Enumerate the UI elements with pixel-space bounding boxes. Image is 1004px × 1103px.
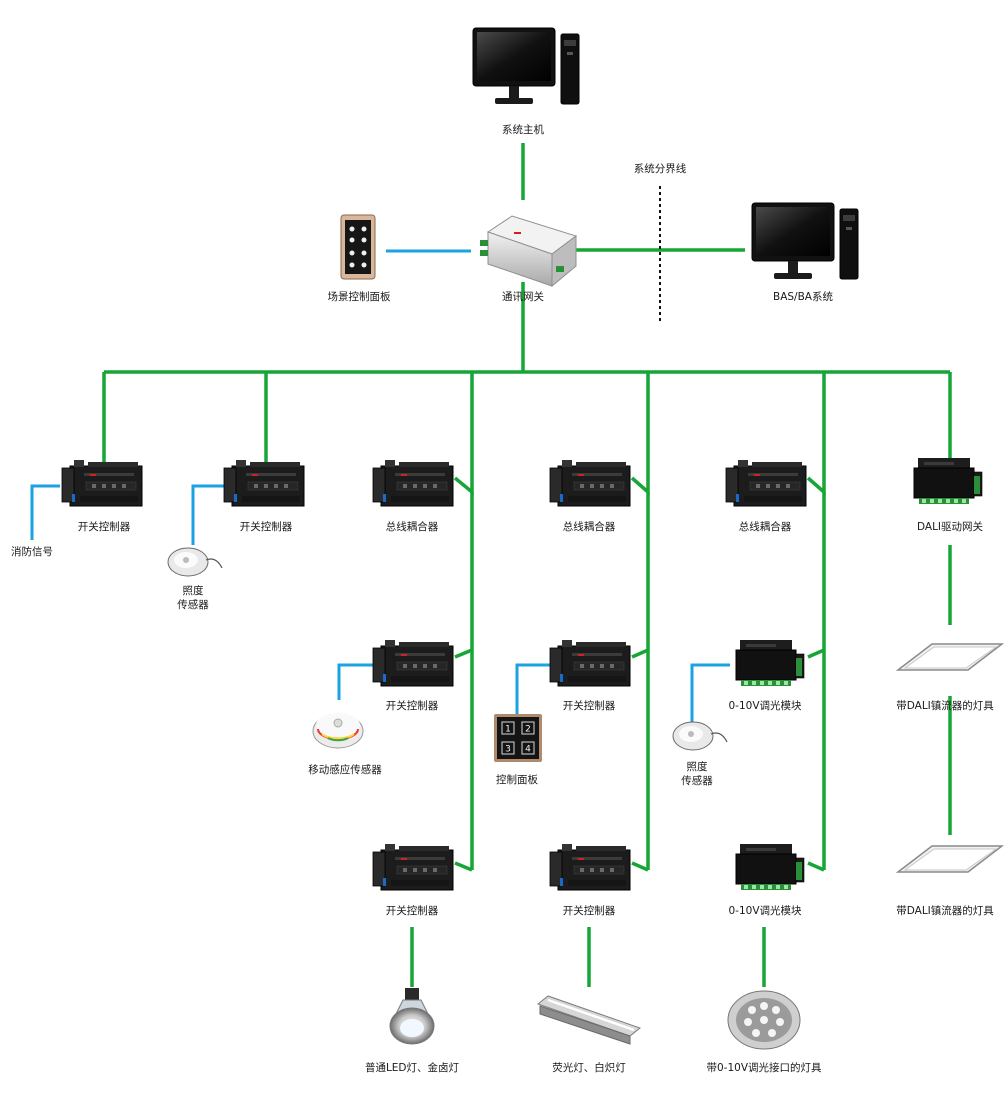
label-bas: BAS/BA系统 [773,290,833,303]
label-dali-light-1: 带DALI镇流器的灯具 [896,699,994,712]
label-coupler-2: 总线耦合器 [563,520,616,533]
motion-sensor-icon [312,713,364,749]
dimmer-module-2-icon [735,843,805,891]
switch-controller-1-icon [61,459,143,507]
lux-sensor-2-icon [672,721,728,751]
label-control-panel: 控制面板 [496,773,538,786]
label-fire-signal: 消防信号 [11,545,53,558]
control-panel-key-2: 2 [521,721,535,735]
control-panel-icon: 1 2 3 4 [494,714,542,762]
green-links [102,143,952,987]
label-dali-gateway: DALI驱动网关 [917,520,984,533]
dali-gateway-icon [913,457,983,505]
switch-controller-4-icon [549,639,631,687]
bus-coupler-2-icon [549,459,631,507]
dimmer-module-1-icon [735,639,805,687]
host-computer-icon [472,27,580,105]
bus-coupler-1-icon [372,459,454,507]
bus-coupler-3-icon [725,459,807,507]
switch-controller-5-icon [372,843,454,891]
led-lamp-icon [389,988,435,1045]
label-scene-panel: 场景控制面板 [328,290,391,303]
label-lux-sensor-1-line2: 传感器 [177,598,209,611]
dali-luminaire-2-icon [897,845,1003,873]
svg-text:2: 2 [525,725,531,735]
label-led-lamp: 普通LED灯、金卤灯 [365,1061,460,1074]
label-dimmable-lamp: 带0-10V调光接口的灯具 [706,1061,822,1074]
label-gateway: 通讯网关 [502,290,544,303]
switch-controller-3-icon [372,639,454,687]
dimmable-lamp-icon [727,990,801,1050]
svg-text:4: 4 [525,745,531,755]
scene-panel-icon [340,214,376,280]
fluorescent-lamp-icon [536,995,642,1045]
label-dimmer-2: 0-10V调光模块 [728,904,802,917]
label-switch-6: 开关控制器 [563,904,616,917]
control-panel-key-4: 4 [521,741,535,755]
svg-text:1: 1 [505,725,511,735]
label-coupler-1: 总线耦合器 [386,520,439,533]
label-switch-1: 开关控制器 [78,520,131,533]
switch-controller-2-icon [223,459,305,507]
label-switch-5: 开关控制器 [386,904,439,917]
label-switch-3: 开关控制器 [386,699,439,712]
blue-links [30,249,730,726]
label-switch-4: 开关控制器 [563,699,616,712]
control-panel-key-3: 3 [501,741,515,755]
label-divider: 系统分界线 [634,162,687,175]
bas-computer-icon [751,202,859,280]
label-fluorescent: 荧光灯、白炽灯 [552,1061,626,1074]
gateway-icon [480,215,578,288]
switch-controller-6-icon [549,843,631,891]
label-dali-light-2: 带DALI镇流器的灯具 [896,904,994,917]
label-motion-sensor: 移动感应传感器 [308,763,382,776]
label-switch-2: 开关控制器 [240,520,293,533]
label-lux-sensor-2-line1: 照度 [687,760,708,773]
label-coupler-3: 总线耦合器 [739,520,792,533]
svg-text:3: 3 [505,745,511,755]
label-lux-sensor-2-line2: 传感器 [681,774,713,787]
label-dimmer-1: 0-10V调光模块 [728,699,802,712]
label-host: 系统主机 [502,123,544,136]
lux-sensor-1-icon [167,547,223,577]
dali-luminaire-1-icon [897,643,1003,671]
labels: 系统主机 系统分界线 场景控制面板 通讯网关 BAS/BA系统 开关控制器 开关… [11,123,994,1074]
control-panel-key-1: 1 [501,721,515,735]
label-lux-sensor-1-line1: 照度 [183,584,204,597]
